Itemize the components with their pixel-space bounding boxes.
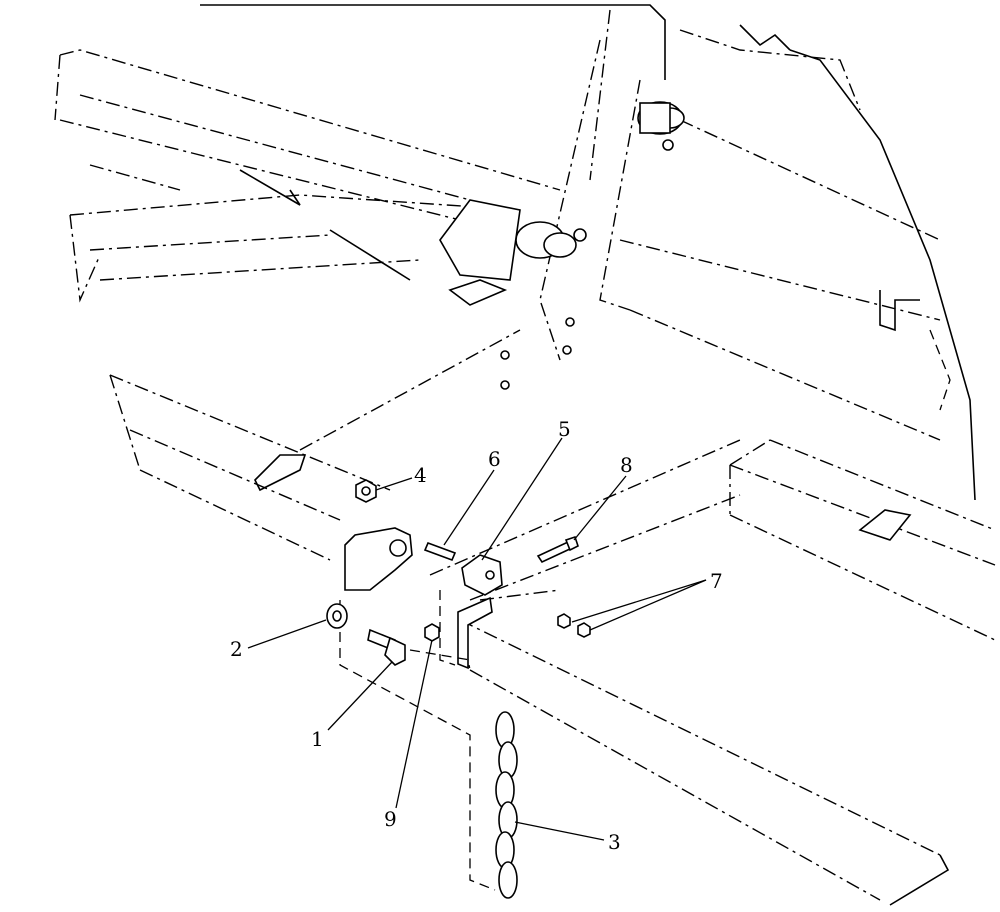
part-7-nuts (557, 613, 591, 638)
part-6-pin (423, 541, 457, 562)
callout-5: 5 (558, 417, 571, 441)
part-1-bolt (367, 628, 406, 666)
callout-7: 7 (710, 569, 723, 593)
part-8-bolt (536, 535, 579, 564)
part-2-washer (326, 603, 348, 629)
callout-2: 2 (230, 637, 243, 661)
callout-6: 6 (488, 447, 501, 471)
part-3-chain (495, 711, 518, 899)
right-frame-phantom (429, 439, 996, 641)
callouts: 1 2 3 4 5 6 7 8 9 (230, 417, 723, 854)
callout-8: 8 (620, 453, 633, 477)
callout-4: 4 (414, 463, 427, 487)
left-drawbar-phantom (109, 317, 575, 561)
leader-lines (247, 437, 707, 841)
upper-frame-phantom (54, 4, 976, 501)
upper-pivot-assembly (239, 101, 920, 492)
mounting-plate (344, 527, 413, 591)
lower-drawbar-phantom (339, 589, 950, 906)
callout-1: 1 (311, 727, 324, 751)
part-5-clevis (461, 554, 503, 596)
callout-9: 9 (384, 807, 397, 831)
part-9-nut (424, 623, 440, 642)
part-4-nut (355, 479, 377, 503)
callout-3: 3 (608, 830, 621, 854)
